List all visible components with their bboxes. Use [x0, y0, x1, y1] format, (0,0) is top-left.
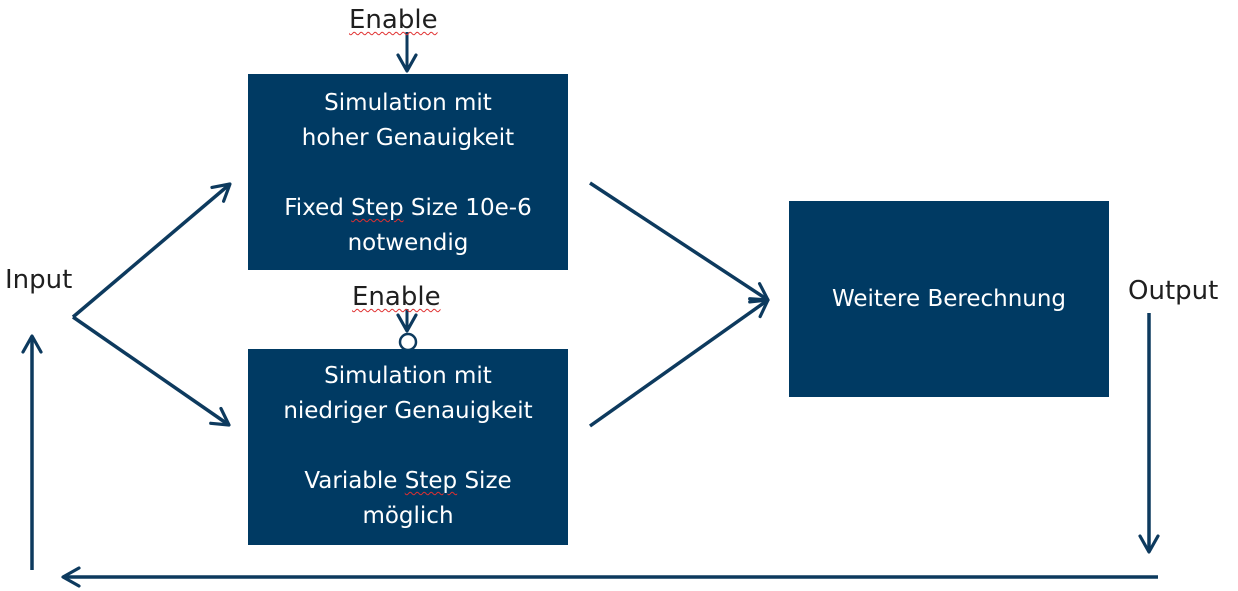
- arrow-high-to-calc: [589, 181, 770, 302]
- arrow-input-to-high: [71, 182, 232, 319]
- high-accuracy-simulation-box: Simulation mit hoher Genauigkeit Fixed S…: [248, 74, 568, 270]
- low-box-line1: Simulation mit: [324, 363, 492, 389]
- inverter-circle: [398, 332, 418, 352]
- further-calculation-box: Weitere Berechnung: [789, 201, 1109, 397]
- arrow-input-to-low: [72, 315, 231, 427]
- output-label: Output: [1128, 276, 1219, 306]
- enable-label-bottom: Enable: [352, 282, 441, 312]
- high-box-line3: Fixed Step Size 10e-6: [284, 195, 532, 221]
- low-box-line3: Variable Step Size: [304, 468, 512, 494]
- low-accuracy-simulation-box: Simulation mit niedriger Genauigkeit Var…: [248, 349, 568, 545]
- high-box-line1: Simulation mit: [324, 90, 492, 116]
- high-box-line2: hoher Genauigkeit: [301, 125, 515, 151]
- enable-label-bottom-text: Enable: [352, 282, 441, 312]
- low-box-line4: möglich: [362, 503, 454, 529]
- enable-label-top-text: Enable: [349, 5, 438, 35]
- enable-label-top: Enable: [349, 5, 438, 35]
- arrow-low-to-calc: [588, 298, 770, 428]
- high-box-line4: notwendig: [347, 230, 469, 256]
- calc-box-label: Weitere Berechnung: [831, 286, 1067, 312]
- input-label: Input: [5, 265, 73, 295]
- low-box-line2: niedriger Genauigkeit: [283, 398, 533, 424]
